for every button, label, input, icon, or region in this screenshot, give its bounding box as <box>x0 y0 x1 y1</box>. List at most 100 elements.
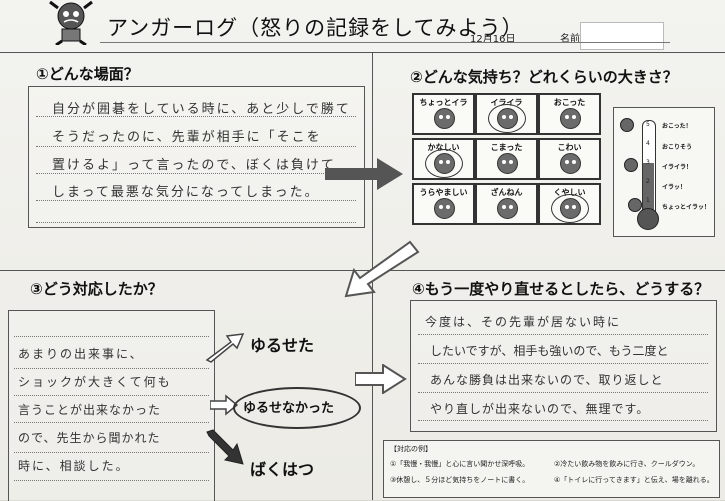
face-icon <box>434 198 455 219</box>
writing-rule <box>36 116 356 117</box>
down-right-arrow-icon <box>206 429 244 465</box>
example-item: ④「トイレに行ってきます」と伝え、場を離れる。 <box>554 476 714 484</box>
panel4-line: やり直しが出来ないので、無理です。 <box>430 402 650 416</box>
right-arrow-icon <box>355 364 407 394</box>
emotion-card: かなしい <box>412 138 475 180</box>
writing-rule <box>36 200 356 201</box>
right-arrow-icon <box>325 158 403 190</box>
emotion-label: イライラ <box>490 98 523 107</box>
emotion-card: くやしい <box>538 183 601 225</box>
scale-number: 3 <box>646 159 650 166</box>
emotion-card: ざんねん <box>475 183 538 225</box>
panel4-line: したいですが、相手も強いので、もう二度と <box>430 344 669 358</box>
thermometer-bulb <box>637 208 659 230</box>
writing-rule <box>418 334 708 335</box>
emotion-card: こわい <box>538 138 601 180</box>
face-icon <box>628 198 642 212</box>
emotion-label: かなしい <box>427 143 460 152</box>
emotion-label: ざんねん <box>490 188 523 197</box>
outcome-forgave: ゆるせた <box>250 336 315 355</box>
panel3-writing-area <box>8 310 215 501</box>
selection-circle <box>551 194 589 223</box>
writing-rule <box>14 336 209 337</box>
face-icon <box>624 158 638 172</box>
face-icon <box>560 198 581 219</box>
panel3-line: 時に、相談した。 <box>18 459 130 473</box>
writing-rule <box>36 173 356 174</box>
panel3-line: ので、先生から聞かれた <box>18 431 161 445</box>
panel1-title: ①どんな場面？ <box>36 65 139 83</box>
writing-rule <box>36 222 356 223</box>
panel3-line: 言うことが出来なかった <box>18 403 162 417</box>
writing-rule <box>14 395 209 396</box>
example-item: ①「我慢・我慢」と心に言い聞かせ深呼吸。 <box>390 460 530 468</box>
face-icon <box>434 108 455 129</box>
date-field: 12月16日 <box>470 34 516 45</box>
emotion-card: おこった <box>538 93 601 135</box>
panel3-title: ③どう対応したか？ <box>30 280 163 298</box>
panel1-line: しまって最悪な気分になってしまった。 <box>52 185 320 200</box>
panel1-writing-area <box>28 86 365 228</box>
face-icon <box>560 108 581 129</box>
scale-level-label: おこった！ <box>662 123 692 130</box>
example-item: ②冷たい飲み物を飲みに行き、クールダウン。 <box>554 460 700 468</box>
writing-rule <box>14 422 209 423</box>
face-icon <box>560 153 581 174</box>
emotion-label: うらやましい <box>419 188 468 197</box>
outcome-exploded: ばくはつ <box>250 460 315 479</box>
angry-mascot-icon <box>49 0 93 45</box>
face-icon <box>497 153 518 174</box>
emotion-label: おこった <box>553 98 586 107</box>
scale-number: 5 <box>646 121 650 128</box>
selection-circle <box>488 104 526 133</box>
writing-rule <box>14 480 209 481</box>
scale-level-label: ちょっとイラッ！ <box>662 204 711 211</box>
thermometer-fill <box>643 163 654 214</box>
emotion-card: ちょっとイラ <box>412 93 475 135</box>
emotion-label: くやしい <box>553 188 586 197</box>
emotion-card: こまった <box>475 138 538 180</box>
panel1-line: 自分が囲碁をしている時に、あと少しで勝て <box>52 102 351 117</box>
right-arrow-icon <box>210 394 238 416</box>
face-icon <box>434 153 455 174</box>
panel2-title: ②どんな気持ち？どれくらいの大きさ？ <box>410 68 678 86</box>
writing-rule <box>14 368 209 369</box>
face-icon <box>620 118 634 132</box>
diagonal-arrow-icon <box>344 240 420 298</box>
example-item: ③休憩し、５分ほど気持ちをノートに書く。 <box>390 476 530 484</box>
examples-title: 【対応の例】 <box>390 445 432 453</box>
panel4-line: 今度は、その先輩が居ない時に <box>425 315 622 329</box>
emotion-card: イライラ <box>475 93 538 135</box>
response-examples-box: 【対応の例】 ①「我慢・我慢」と心に言い聞かせ深呼吸。 ②冷たい飲み物を飲みに行… <box>383 440 720 498</box>
panel3-line: ショックが大きくて何も <box>18 375 172 389</box>
panel1-line: 置けるよ」って言ったので、ぼくは負けて <box>52 158 336 173</box>
upper-vertical-divider <box>372 52 373 270</box>
scale-number: 1 <box>646 197 650 204</box>
emotion-label: こまった <box>490 143 523 152</box>
header-divider <box>100 42 670 43</box>
writing-rule <box>36 146 356 147</box>
face-icon <box>497 198 518 219</box>
page-title: アンガーログ（怒りの記録をしてみよう） <box>107 16 524 40</box>
panel4-title: ④もう一度やり直せるとしたら、どうする？ <box>412 280 710 298</box>
middle-divider <box>0 270 725 271</box>
top-divider <box>0 52 725 53</box>
panel1-line: そうだったのに、先輩が相手に「そこを <box>52 130 322 145</box>
scale-number: 4 <box>646 140 650 147</box>
scale-level-label: おこりそう <box>662 144 693 151</box>
writing-rule <box>418 392 708 393</box>
emotion-card: うらやましい <box>412 183 475 225</box>
name-label: 名前 <box>560 34 580 45</box>
scale-level-label: イラッ！ <box>662 184 687 191</box>
writing-rule <box>14 452 209 453</box>
outcome-could-not-forgive: ゆるせなかった <box>243 401 335 416</box>
name-redaction-box <box>580 22 664 50</box>
writing-rule <box>418 363 708 364</box>
emotion-label: ちょっとイラ <box>419 98 468 107</box>
face-icon <box>497 108 518 129</box>
panel4-writing-area <box>410 300 717 432</box>
scale-level-label: イライラ！ <box>662 164 693 171</box>
selection-circle <box>425 149 463 178</box>
panel3-line: あまりの出来事に、 <box>18 347 144 361</box>
